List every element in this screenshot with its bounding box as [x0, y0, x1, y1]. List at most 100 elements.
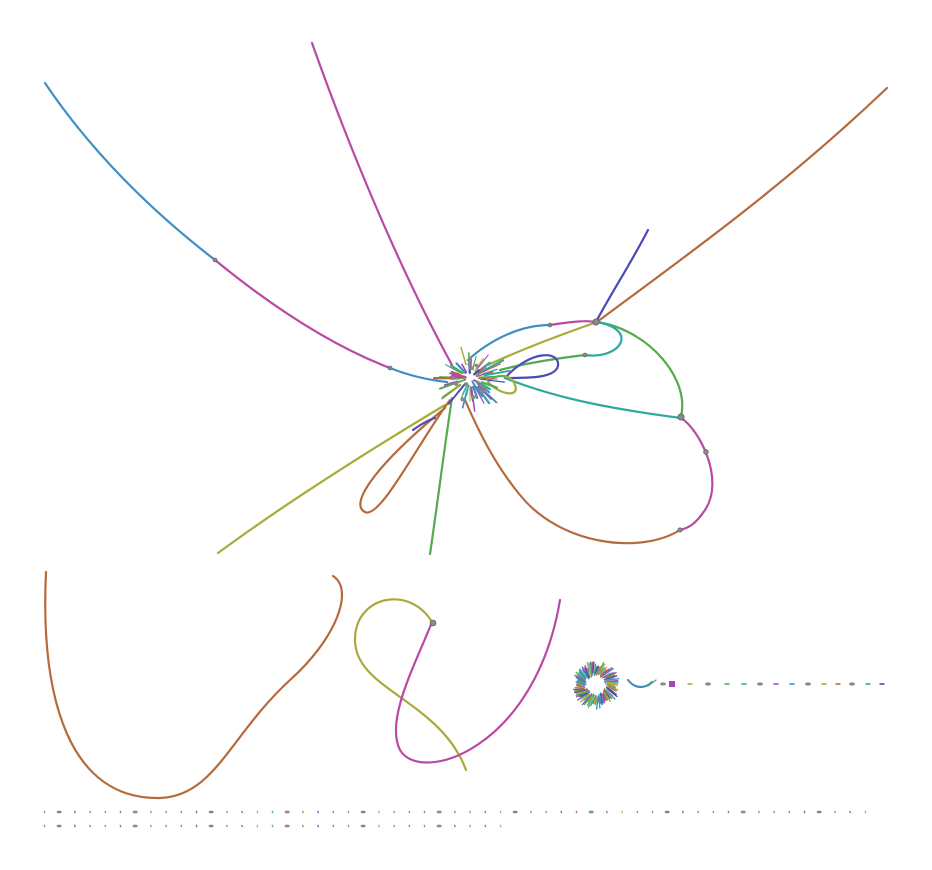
fragment-node[interactable] [805, 682, 811, 686]
singleton-edge[interactable] [317, 824, 320, 828]
ring-edge[interactable] [579, 694, 591, 703]
core-node[interactable] [475, 373, 479, 378]
core-edge[interactable] [482, 368, 498, 375]
ring-edge[interactable] [579, 668, 587, 679]
ring-edge[interactable] [574, 687, 585, 690]
core-edge[interactable] [476, 354, 489, 370]
ring-edge[interactable] [603, 689, 613, 699]
ring-edge[interactable] [576, 682, 585, 687]
singleton-node[interactable] [132, 810, 138, 814]
singleton-node[interactable] [436, 824, 442, 828]
ring-edge[interactable] [574, 688, 589, 694]
singleton-edge[interactable] [165, 824, 168, 828]
singleton-edge[interactable] [165, 810, 168, 814]
core-node[interactable] [467, 362, 471, 366]
core-edge[interactable] [460, 346, 467, 366]
fragment-node[interactable] [849, 682, 855, 686]
singleton-edge[interactable] [332, 810, 335, 814]
junction-node[interactable] [582, 352, 588, 358]
core-edge[interactable] [455, 362, 467, 375]
ring-edge[interactable] [606, 681, 619, 685]
singleton-edge[interactable] [727, 810, 730, 814]
singleton-node[interactable] [816, 810, 822, 814]
core-edge[interactable] [444, 364, 461, 373]
ring-edge[interactable] [607, 688, 618, 698]
core-node[interactable] [480, 385, 485, 389]
singleton-node[interactable] [208, 824, 214, 828]
core-edge[interactable] [473, 369, 480, 376]
core-edge[interactable] [478, 385, 497, 404]
singleton-edge[interactable] [423, 810, 426, 814]
core-edge[interactable] [438, 378, 467, 390]
ring-edge[interactable] [595, 695, 599, 710]
singleton-edge[interactable] [849, 810, 852, 814]
singleton-edge[interactable] [195, 810, 198, 814]
singleton-edge[interactable] [89, 824, 92, 828]
ring-edge[interactable] [578, 670, 587, 680]
core-edge[interactable] [474, 358, 484, 372]
ring-edge[interactable] [589, 697, 596, 707]
core-edge[interactable] [470, 387, 476, 412]
ring-edge[interactable] [577, 679, 585, 684]
core-edge[interactable] [462, 386, 467, 395]
ring-edge[interactable] [584, 667, 590, 679]
ring-edge[interactable] [606, 678, 620, 681]
junction-node[interactable] [547, 322, 553, 328]
ring-edge[interactable] [594, 697, 598, 705]
core-node[interactable] [470, 366, 475, 371]
ring-edge[interactable] [579, 692, 589, 698]
ring-edge[interactable] [605, 689, 616, 700]
edge-top-left-blue[interactable] [43, 81, 217, 262]
core-node[interactable] [453, 381, 459, 387]
singleton-edge[interactable] [529, 810, 532, 814]
edge-right-brown[interactable] [595, 86, 889, 324]
singleton-edge[interactable] [377, 824, 380, 828]
singleton-edge[interactable] [256, 824, 259, 828]
ring-edge[interactable] [575, 681, 586, 686]
singleton-edge[interactable] [149, 810, 152, 814]
ring-edge[interactable] [603, 691, 611, 702]
core-node[interactable] [479, 377, 483, 381]
singleton-edge[interactable] [560, 810, 563, 814]
core-edge[interactable] [481, 376, 492, 379]
core-edge[interactable] [447, 382, 467, 405]
ring-edge[interactable] [604, 683, 619, 686]
edge-olive-knot[interactable] [353, 598, 468, 772]
singleton-edge[interactable] [788, 810, 791, 814]
core-node[interactable] [471, 395, 476, 400]
edge-magenta-knot[interactable] [394, 598, 562, 764]
singleton-edge[interactable] [636, 810, 639, 814]
ring-edge[interactable] [586, 696, 593, 703]
edge-top-magenta[interactable] [310, 41, 454, 367]
singleton-edge[interactable] [408, 824, 411, 828]
edge-green-down[interactable] [428, 396, 454, 556]
singleton-edge[interactable] [347, 824, 350, 828]
core-node[interactable] [480, 389, 485, 394]
singleton-edge[interactable] [393, 810, 396, 814]
core-edge[interactable] [479, 378, 505, 383]
edge-green-mid[interactable] [498, 353, 587, 372]
edge-upper-blue-arc[interactable] [466, 323, 552, 362]
core-edge[interactable] [476, 371, 494, 377]
core-edge[interactable] [449, 364, 464, 375]
ring-edge[interactable] [586, 693, 595, 706]
core-node[interactable] [476, 380, 480, 384]
ring-edge[interactable] [588, 662, 592, 675]
singleton-edge[interactable] [377, 810, 380, 814]
ring-edge[interactable] [581, 666, 589, 679]
singleton-edge[interactable] [453, 810, 456, 814]
core-edge[interactable] [449, 372, 467, 378]
singleton-edge[interactable] [73, 810, 76, 814]
ring-edge[interactable] [603, 672, 617, 679]
ring-edge[interactable] [602, 667, 614, 676]
singleton-edge[interactable] [271, 824, 274, 828]
singleton-node[interactable] [512, 810, 518, 814]
singleton-edge[interactable] [651, 810, 654, 814]
edge-teal-loop[interactable] [583, 320, 623, 357]
ring-edge[interactable] [575, 689, 589, 695]
edge-olive-to-right[interactable] [486, 320, 599, 367]
core-edge[interactable] [472, 356, 477, 368]
singleton-edge[interactable] [43, 824, 46, 828]
edge-magenta-right-loop[interactable] [678, 416, 714, 532]
singleton-node[interactable] [284, 810, 290, 814]
